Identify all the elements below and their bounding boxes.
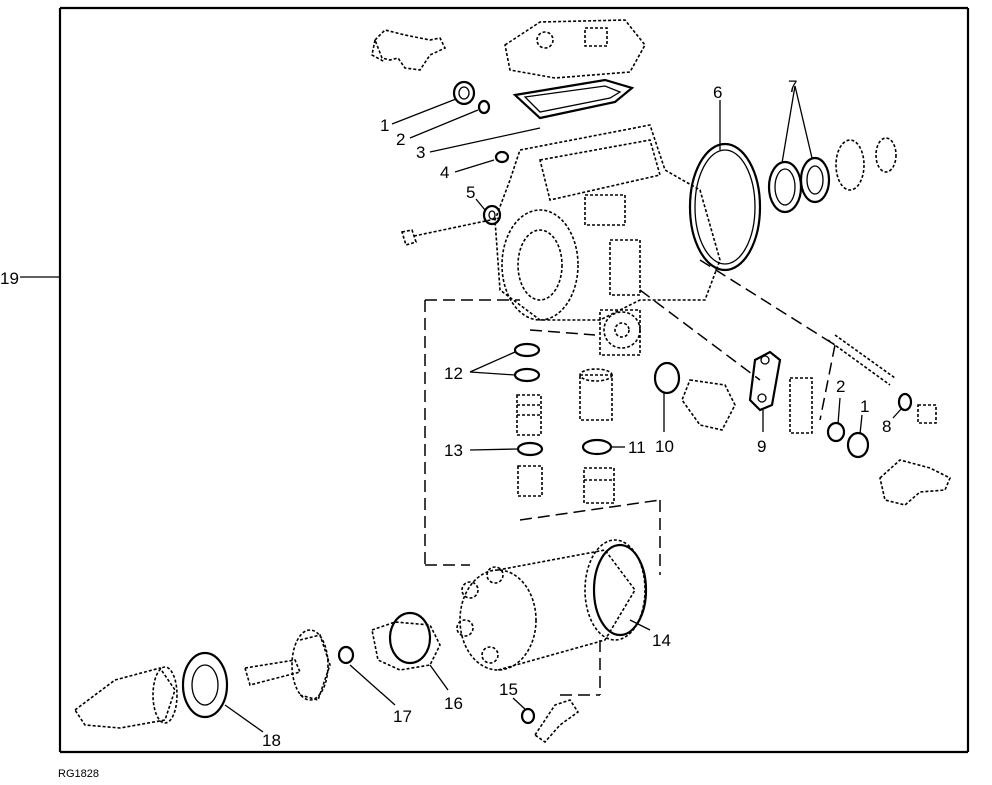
shaft-rod <box>827 334 896 386</box>
nut-8 <box>897 392 913 412</box>
drive-shaft <box>243 629 331 701</box>
seal-ring-6 <box>688 142 762 272</box>
housing-bolt <box>400 217 501 246</box>
callout-2: 2 <box>396 130 405 149</box>
valve-body <box>579 368 613 421</box>
valve-spring-upper <box>516 394 542 436</box>
callout-4: 4 <box>440 163 449 182</box>
governor-part-16 <box>371 611 441 671</box>
fitting-lower-right <box>583 467 615 504</box>
callout-labels: 1 2 3 4 5 6 7 8 9 10 11 12 13 14 15 16 1… <box>0 77 891 750</box>
throttle-lever <box>371 29 447 71</box>
pump-housing <box>494 124 721 356</box>
callout-10: 10 <box>655 437 674 456</box>
seal-washer-1b <box>846 431 870 459</box>
callout-16: 16 <box>444 694 463 713</box>
lever-arm-right <box>879 459 952 506</box>
callout-2b: 2 <box>836 377 845 396</box>
o-ring-10 <box>653 361 681 395</box>
callout-17: 17 <box>393 707 412 726</box>
diagram-frame <box>58 6 970 754</box>
callout-9: 9 <box>757 437 766 456</box>
fitting-8 <box>917 404 937 424</box>
callout-5: 5 <box>466 183 475 202</box>
nut-15 <box>520 707 536 725</box>
callout-1b: 1 <box>860 397 869 416</box>
callout-14: 14 <box>652 631 671 650</box>
callout-7: 7 <box>788 77 797 96</box>
callout-1: 1 <box>380 116 389 135</box>
callout-11: 11 <box>628 438 646 457</box>
callout-13: 13 <box>444 441 463 460</box>
seal-washer-1 <box>452 80 476 106</box>
callout-18: 18 <box>262 731 281 750</box>
washer-5 <box>482 204 502 226</box>
callout-8: 8 <box>882 417 891 436</box>
callout-12: 12 <box>444 364 463 383</box>
ring-17 <box>337 645 355 665</box>
callout-19: 19 <box>0 269 19 288</box>
washer-12b <box>513 367 541 383</box>
bearing-set-7 <box>767 156 831 214</box>
link-plate-9 <box>748 350 813 434</box>
callout-6: 6 <box>713 83 722 102</box>
snap-ring <box>835 139 865 191</box>
assembly-guide-lines <box>424 259 836 696</box>
o-ring-2b <box>826 421 846 443</box>
housing-cover <box>504 19 646 79</box>
plug-assembly <box>681 379 736 431</box>
callout-3: 3 <box>416 143 425 162</box>
fitting-lower-left <box>517 465 543 497</box>
o-ring-2 <box>477 99 491 115</box>
drive-hub <box>73 666 178 729</box>
washer-13 <box>516 441 544 457</box>
leader-lines <box>20 85 903 733</box>
o-ring-4 <box>494 150 510 164</box>
cover-gasket <box>512 78 635 120</box>
retainer-clip <box>875 137 897 173</box>
figure-reference: RG1828 <box>58 768 99 780</box>
callout-15: 15 <box>499 680 518 699</box>
washer-12a <box>513 342 541 358</box>
washer-11 <box>581 438 613 456</box>
seal-18 <box>181 651 229 719</box>
rotor-assembly-14 <box>456 539 648 671</box>
retaining-clip <box>533 699 580 744</box>
